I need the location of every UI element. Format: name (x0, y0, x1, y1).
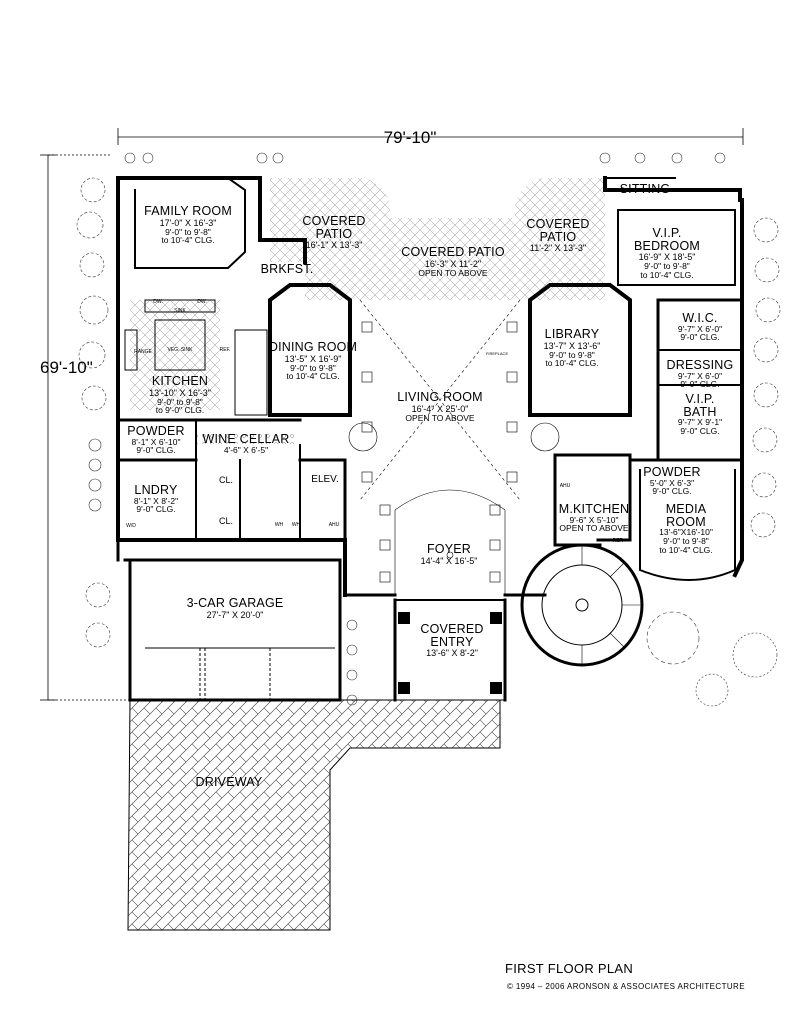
room-powder-right: POWDER 5'-0" X 6'-3" 9'-0" CLG. (643, 465, 701, 497)
room-kitchen: KITCHEN 13'-10" X 16'-3" 9'-0" to 9'-8" … (149, 374, 211, 416)
room-breakfast: BRKFST. (260, 262, 314, 276)
room-library: LIBRARY 13'-7" X 13'-6" 9'-0" to 9'-8" t… (543, 327, 601, 369)
room-covered-patio-right: COVERED PATIO 11'-2" X 13'-3" (526, 217, 590, 253)
overall-depth-dimension: 69'-10" (40, 358, 93, 377)
room-wine-cellar: WINE CELLAR 4'-6" X 6'-5" (202, 432, 290, 455)
dishwasher-label-2: DW. (197, 299, 207, 305)
closet-label-1: CL. (218, 475, 234, 485)
copyright-notice: © 1994 – 2006 ARONSON & ASSOCIATES ARCHI… (507, 982, 745, 991)
ref-label-2: REF. (612, 538, 624, 544)
sink-label: SINK (174, 308, 186, 314)
room-media-room: MEDIA ROOM 13'-6"X16'-10" 9'-0" to 9'-8"… (659, 502, 713, 555)
room-covered-entry: COVERED ENTRY 13'-6" X 8'-2" (420, 622, 484, 658)
washer-dryer-label: W/D (126, 523, 136, 529)
overall-width-dimension: 79'-10" (383, 128, 437, 147)
room-vip-bath: V.I.P. BATH 9'-7" X 9'-1" 9'-0" CLG. (677, 392, 723, 436)
room-sitting: SITTING (619, 182, 671, 196)
water-heater-label-2: WH (291, 522, 301, 528)
landscaping (76, 152, 781, 707)
living-room-details (348, 299, 560, 595)
room-covered-patio-center: COVERED PATIO 16'-3" X 11'-2" OPEN TO AB… (401, 245, 505, 278)
room-family-room: FAMILY ROOM 17'-0" X 16'-3" 9'-0" to 9'-… (144, 204, 232, 246)
dimension-lines (40, 128, 744, 701)
closet-label-2: CL. (218, 516, 234, 526)
water-heater-label-1: WH (274, 522, 284, 528)
garage-doors (145, 647, 335, 700)
veg-sink-label: VEG. SINK (167, 347, 193, 353)
plan-title: FIRST FLOOR PLAN (505, 961, 634, 976)
room-laundry: LNDRY 8'-1" X 8'-2" 9'-0" CLG. (133, 483, 179, 515)
ahu-label-2: AHU (559, 483, 571, 489)
room-garage: 3-CAR GARAGE 27'-7" X 20'-0" (186, 596, 284, 620)
dishwasher-label-1: DW. (153, 299, 163, 305)
entry-columns (398, 612, 502, 694)
room-vip-bedroom: V.I.P. BEDROOM 16'-9" X 18'-5" 9'-0" to … (634, 226, 700, 280)
range-label: RANGE (134, 349, 152, 355)
room-wic: W.I.C. 9'-7" X 6'-0" 9'-0" CLG. (677, 311, 723, 343)
room-m-kitchen: M.KITCHEN 9'-6" X 5'-10" OPEN TO ABOVE (558, 502, 630, 534)
room-dining-room: DINING ROOM 13'-5" X 16'-9" 9'-0" to 9'-… (268, 340, 358, 382)
ref-label-1: REF. (219, 347, 231, 353)
room-living-room: LIVING ROOM 16'-4" X 25'-0" OPEN TO ABOV… (397, 390, 483, 423)
walls (116, 176, 744, 702)
room-covered-patio-left: COVERED PATIO 16'-1" X 13'-3" (302, 214, 366, 250)
room-dressing: DRESSING 9'-7" X 6'-0" 9'-0" CLG. (666, 358, 734, 390)
spiral-stair (520, 543, 644, 667)
ahu-label-1: AHU (328, 522, 340, 528)
fireplace-label: FIREPLACE (485, 351, 509, 356)
room-foyer: FOYER 14'-4" X 16'-5" (420, 542, 478, 566)
driveway (127, 699, 501, 931)
elevator-label: ELEV. (311, 474, 339, 485)
driveway-label: DRIVEWAY (195, 775, 263, 789)
kitchen-island (124, 299, 268, 416)
room-powder-left: POWDER 8'-1" X 6'-10" 9'-0" CLG. (127, 424, 185, 456)
